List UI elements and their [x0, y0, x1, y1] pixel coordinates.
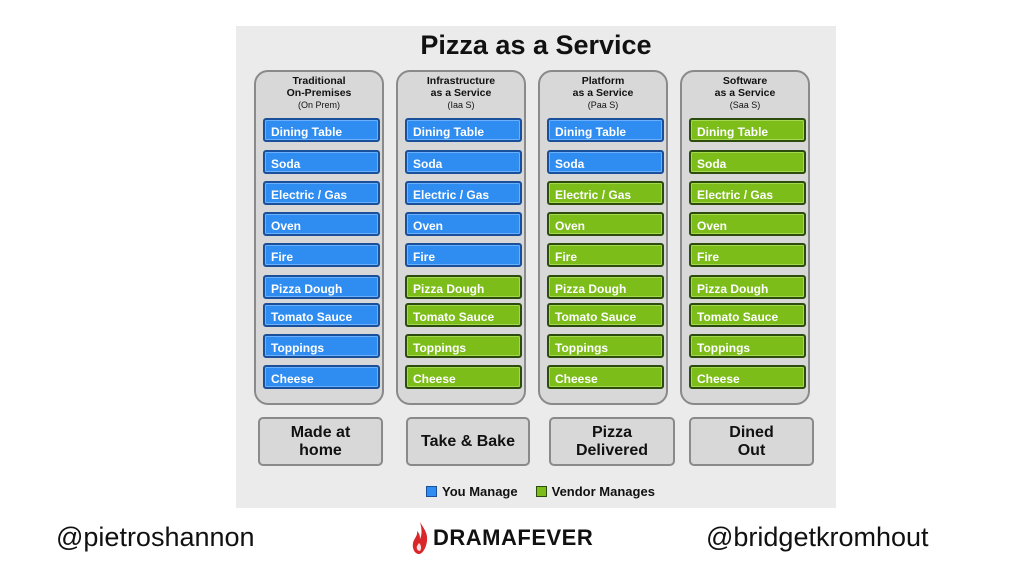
layer-item: Fire — [405, 243, 522, 267]
column-header: Software as a Service (Saa S) — [682, 75, 808, 111]
layer-item: Tomato Sauce — [263, 303, 380, 327]
column-header-line1: Traditional — [292, 75, 346, 87]
layer-item: Pizza Dough — [689, 275, 806, 299]
legend-label-vendor: Vendor Manages — [551, 484, 655, 499]
outcome-line2: home — [299, 441, 342, 459]
column-header: Infrastructure as a Service (Iaa S) — [398, 75, 524, 111]
legend-swatch-you — [426, 486, 437, 497]
layer-item: Dining Table — [547, 118, 664, 142]
column-iaas: Infrastructure as a Service (Iaa S) Dini… — [396, 70, 526, 405]
flame-icon — [412, 522, 428, 554]
layer-item: Electric / Gas — [405, 181, 522, 205]
layer-item: Tomato Sauce — [689, 303, 806, 327]
layer-item: Soda — [405, 150, 522, 174]
layer-item: Dining Table — [405, 118, 522, 142]
outcome-line1: Made at — [290, 423, 351, 441]
outcome-pizza-delivered: Pizza Delivered — [549, 417, 675, 466]
column-saas: Software as a Service (Saa S) Dining Tab… — [680, 70, 810, 405]
layer-item: Cheese — [689, 365, 806, 389]
layer-item: Pizza Dough — [263, 275, 380, 299]
column-header-abbrev: (Iaa S) — [447, 100, 475, 110]
outcome-line1: Dined — [729, 423, 774, 441]
layer-item: Soda — [547, 150, 664, 174]
layer-item: Toppings — [263, 334, 380, 358]
legend-label-you: You Manage — [442, 484, 518, 499]
column-header-line1: Platform — [581, 75, 625, 87]
layer-item: Toppings — [405, 334, 522, 358]
layer-item: Fire — [547, 243, 664, 267]
outcome-made-at-home: Made at home — [258, 417, 383, 466]
layer-item: Soda — [689, 150, 806, 174]
column-header-line1: Software — [722, 75, 768, 87]
column-header-line1: Infrastructure — [426, 75, 496, 87]
layer-item: Oven — [405, 212, 522, 236]
column-on-prem: Traditional On-Premises (On Prem) Dining… — [254, 70, 384, 405]
layer-item: Toppings — [689, 334, 806, 358]
column-header-abbrev: (On Prem) — [297, 100, 340, 110]
column-paas: Platform as a Service (Paa S) Dining Tab… — [538, 70, 668, 405]
layer-item: Electric / Gas — [263, 181, 380, 205]
column-header: Platform as a Service (Paa S) — [540, 75, 666, 111]
column-header-line2: as a Service — [714, 87, 776, 99]
layer-item: Oven — [689, 212, 806, 236]
layer-item: Pizza Dough — [405, 275, 522, 299]
left-twitter-handle: @pietroshannon — [56, 522, 255, 552]
layer-item: Soda — [263, 150, 380, 174]
column-header-line2: as a Service — [430, 87, 492, 99]
outcome-line2: Out — [737, 441, 766, 459]
outcome-take-and-bake: Take & Bake — [406, 417, 530, 466]
layer-item: Tomato Sauce — [405, 303, 522, 327]
layer-item: Tomato Sauce — [547, 303, 664, 327]
dramafever-logo: DRAMAFEVER — [411, 521, 593, 555]
layer-item: Pizza Dough — [547, 275, 664, 299]
column-header: Traditional On-Premises (On Prem) — [256, 75, 382, 111]
right-twitter-handle: @bridgetkromhout — [706, 522, 929, 552]
column-header-abbrev: (Paa S) — [587, 100, 619, 110]
legend: You Manage Vendor Manages — [426, 484, 655, 499]
diagram-title: Pizza as a Service — [420, 30, 652, 60]
layer-item: Oven — [547, 212, 664, 236]
outcome-line2: Delivered — [575, 441, 649, 459]
outcome-line1: Take & Bake — [421, 432, 515, 450]
layer-item: Cheese — [547, 365, 664, 389]
pizza-as-a-service-diagram: Pizza as a Service Traditional On-Premis… — [236, 26, 836, 508]
legend-swatch-vendor — [535, 486, 547, 497]
layer-item: Cheese — [405, 365, 522, 389]
layer-item: Electric / Gas — [689, 181, 806, 205]
column-header-line2: as a Service — [572, 87, 634, 99]
outcome-dined-out: Dined Out — [689, 417, 814, 466]
layer-item: Electric / Gas — [547, 181, 664, 205]
outcome-line1: Pizza — [591, 423, 632, 441]
layer-item: Dining Table — [263, 118, 380, 142]
layer-item: Cheese — [263, 365, 380, 389]
layer-item: Fire — [689, 243, 806, 267]
layer-item: Dining Table — [689, 118, 806, 142]
column-header-abbrev: (Saa S) — [729, 100, 761, 110]
layer-item: Oven — [263, 212, 380, 236]
column-header-line2: On-Premises — [286, 87, 352, 99]
layer-item: Fire — [263, 243, 380, 267]
layer-item: Toppings — [547, 334, 664, 358]
brand-name: DRAMAFEVER — [433, 525, 594, 550]
